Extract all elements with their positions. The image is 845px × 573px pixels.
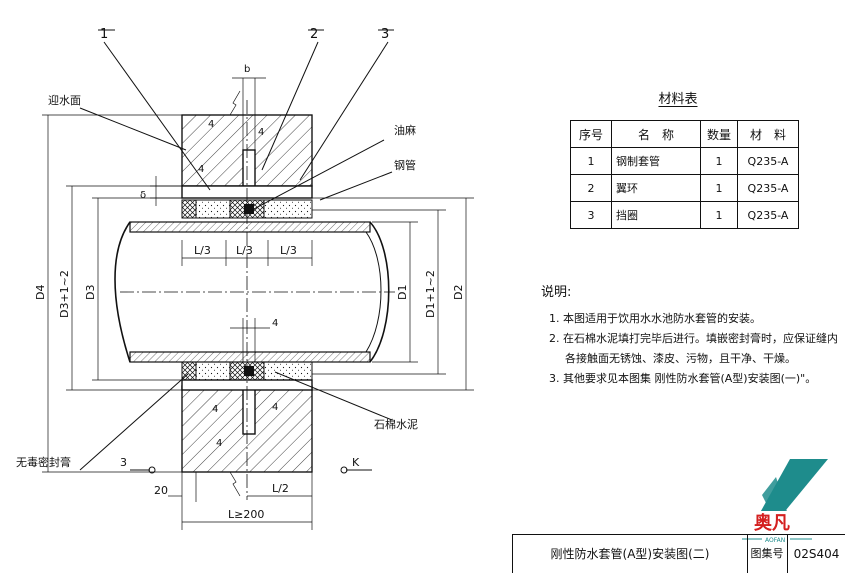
cell-qty: 1 [700, 174, 738, 202]
wing-ring-top [242, 149, 256, 187]
col-name: 名 称 [611, 120, 701, 148]
cell-no: 3 [570, 201, 612, 229]
callout-2: 2 [310, 27, 318, 42]
dim-4: 4 [230, 318, 278, 362]
col-no: 序号 [570, 120, 612, 148]
atlas-number-label: 图集号 [747, 535, 788, 573]
aofan-logo: 奥凡 AOFAN [742, 459, 828, 544]
table-row: 1 钢制套管 1 Q235-A [570, 147, 799, 175]
svg-text:4: 4 [216, 438, 222, 449]
label-asbestos-cement: 石棉水泥 [374, 417, 418, 431]
svg-text:L/2: L/2 [272, 482, 289, 495]
svg-text:L/3: L/3 [236, 244, 253, 257]
dim-d1: D1 [372, 221, 418, 363]
svg-text:3: 3 [120, 456, 127, 469]
label-sealant: 无毒密封膏 [16, 455, 71, 469]
note-item: 各接触面无锈蚀、漆皮、污物，且干净、干燥。 [565, 352, 796, 365]
drawing-title: 刚性防水套管(A型)安装图(二) [513, 535, 748, 573]
svg-text:D4: D4 [34, 285, 47, 300]
svg-text:L≥200: L≥200 [228, 508, 264, 521]
note-item: 1. 本图适用于饮用水水池防水套管的安装。 [549, 312, 761, 325]
cell-qty: 1 [700, 201, 738, 229]
svg-text:4: 4 [208, 119, 214, 130]
dim-delta: δ [140, 176, 182, 206]
svg-text:4: 4 [198, 164, 204, 175]
atlas-number-value: 02S404 [793, 547, 840, 561]
dim-d4: D4 [34, 114, 182, 473]
cell-name: 挡圈 [611, 201, 701, 229]
materials-title: 材料表 [658, 92, 698, 107]
notes: 说明: 1. 本图适用于饮用水水池防水套管的安装。 2. 在石棉水泥填打完毕后进… [541, 283, 841, 389]
dim-d1-plus: D1+1~2 [312, 209, 446, 375]
dim-20: 20 [154, 472, 197, 530]
cell-name: 钢制套管 [611, 147, 701, 175]
dim-l2: L/2 [247, 472, 313, 530]
wing-ring-bottom [242, 385, 256, 435]
cell-name: 翼环 [611, 174, 701, 202]
notes-heading: 说明: [541, 285, 572, 300]
packing-top [181, 199, 313, 219]
svg-text:L/3: L/3 [194, 244, 211, 257]
cell-material: Q235-A [737, 174, 799, 202]
cell-qty: 1 [700, 147, 738, 175]
cell-no: 2 [570, 174, 612, 202]
svg-text:4: 4 [272, 402, 278, 413]
note-item: 2. 在石棉水泥填打完毕后进行。填嵌密封膏时，应保证缝内 [549, 332, 838, 345]
svg-text:K: K [352, 456, 360, 469]
note-item: 3. 其他要求见本图集 刚性防水套管(A型)安装图(一)"。 [549, 372, 817, 385]
dim-d3-plus: D3+1~2 [58, 185, 182, 391]
svg-text:L/3: L/3 [280, 244, 297, 257]
table-row: 2 翼环 1 Q235-A [570, 174, 799, 202]
label-water-side: 迎水面 [48, 94, 81, 107]
leaders [79, 29, 394, 471]
cell-material: Q235-A [737, 147, 799, 175]
col-material: 材 料 [737, 120, 799, 148]
svg-text:D3: D3 [84, 285, 97, 300]
dim-d2: D2 [312, 197, 474, 391]
callout-1: 1 [100, 27, 108, 42]
title-block: 刚性防水套管(A型)安装图(二) 图集号 02S404 [512, 534, 845, 573]
svg-text:b: b [244, 64, 250, 75]
table-header-row: 序号 名 称 数量 材 料 [570, 120, 799, 148]
col-qty: 数量 [700, 120, 738, 148]
svg-text:D1: D1 [396, 285, 409, 300]
section-mark-left: 3 [120, 456, 156, 474]
svg-text:4: 4 [212, 404, 218, 415]
steel-pipe [114, 221, 395, 363]
materials-table: 序号 名 称 数量 材 料 1 钢制套管 1 Q235-A 2 翼环 1 Q23… [570, 120, 799, 229]
logo-subtext: AOFAN [765, 537, 785, 544]
label-oakum: 油麻 [394, 123, 416, 137]
cell-no: 1 [570, 147, 612, 175]
svg-text:D2: D2 [452, 285, 465, 300]
dim-l-min: L≥200 [182, 508, 312, 523]
svg-text:4: 4 [272, 318, 278, 329]
svg-text:20: 20 [154, 484, 168, 497]
svg-text:δ: δ [140, 190, 146, 201]
svg-text:4: 4 [258, 127, 264, 138]
dim-b: b [232, 64, 266, 150]
svg-text:D1+1~2: D1+1~2 [424, 270, 437, 318]
callout-3: 3 [381, 27, 389, 42]
dim-d3: D3 [84, 197, 182, 381]
svg-text:D3+1~2: D3+1~2 [58, 270, 71, 318]
logo-text: 奥凡 [754, 512, 790, 534]
dim-l3-row: L/3 L/3 L/3 [181, 240, 313, 266]
label-steel-pipe: 钢管 [394, 158, 416, 172]
table-row: 3 挡圈 1 Q235-A [570, 201, 799, 229]
section-mark-right: K [340, 456, 372, 474]
cell-material: Q235-A [737, 201, 799, 229]
